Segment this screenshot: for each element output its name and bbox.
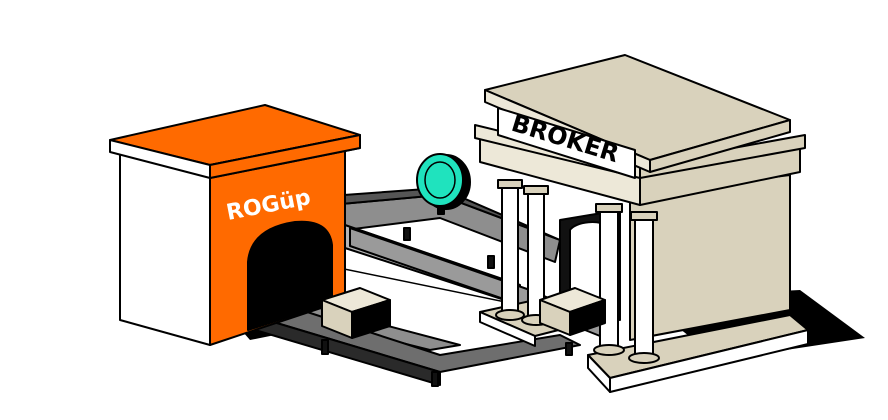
bank-building-icon — [474, 54, 809, 393]
crate-icon — [539, 287, 606, 336]
coin-icon — [416, 153, 471, 215]
crate-icon — [321, 287, 391, 339]
warehouse-icon — [109, 104, 361, 346]
